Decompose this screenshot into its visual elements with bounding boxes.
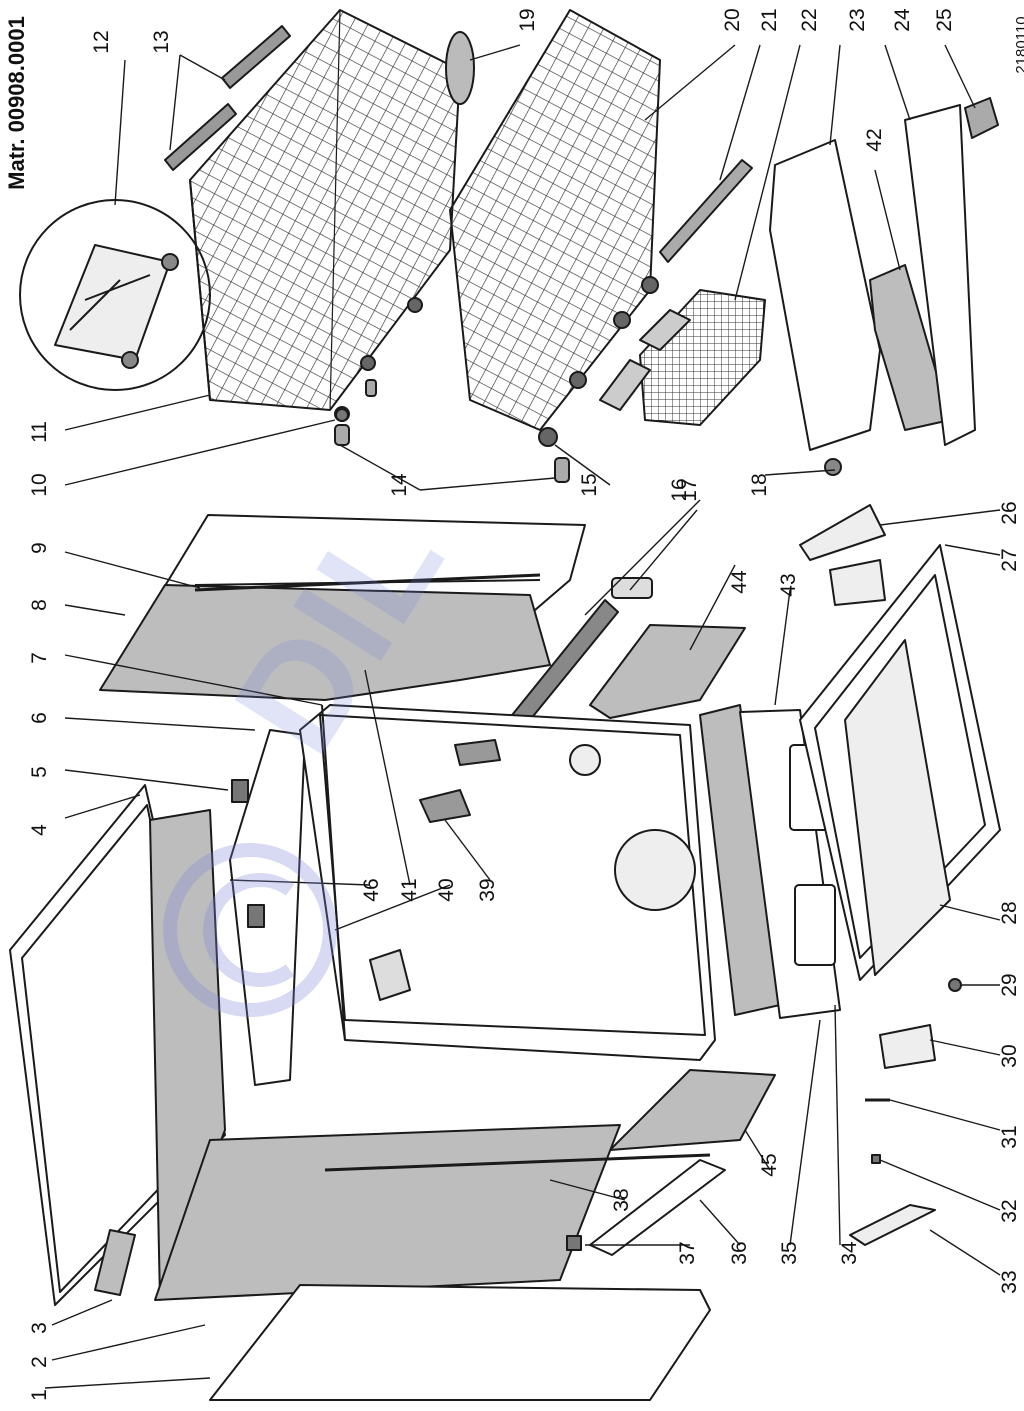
callout-29: 29 [998,973,1021,997]
upper-rack-part-11 [189,9,461,422]
callout-46: 46 [360,878,383,902]
panel-part-23 [769,139,881,451]
callout-2: 2 [28,1356,51,1368]
callout-13: 13 [150,30,173,54]
sheet-part-44 [589,624,746,719]
callout-17: 17 [678,478,701,502]
callout-23: 23 [846,8,869,32]
rail-part-9 [194,573,541,592]
callout-15: 15 [578,473,601,497]
callout-21: 21 [758,8,781,32]
callout-43: 43 [777,573,800,597]
callout-41: 41 [398,878,421,902]
wheels-part-10-14 [334,379,570,483]
side-panel-part-1 [209,1284,711,1401]
callout-37: 37 [676,1241,699,1265]
tub-cabinet [299,704,716,1061]
rail-part-36 [589,1159,726,1256]
drawing-code: 2180110 [1013,16,1024,74]
callout-42: 42 [863,128,886,152]
callout-39: 39 [476,878,499,902]
callout-28: 28 [998,901,1021,925]
callout-6: 6 [28,712,51,724]
callout-22: 22 [798,8,821,32]
callout-26: 26 [998,501,1021,525]
lower-rack-part-20 [449,9,661,447]
callout-38: 38 [610,1188,633,1212]
callout-18: 18 [748,473,771,497]
callout-5: 5 [28,766,51,778]
callout-30: 30 [998,1044,1021,1068]
leader-lines [44,44,1001,1389]
callout-10: 10 [28,473,51,497]
block-part-26 [799,504,886,561]
callout-9: 9 [28,542,51,554]
block-part-25 [964,97,999,139]
callout-34: 34 [838,1241,861,1265]
callout-44: 44 [728,570,751,594]
callout-45: 45 [758,1153,781,1177]
callout-24: 24 [891,8,914,32]
control-panel-part-43-35 [699,704,841,1019]
rail-part-24 [904,104,976,446]
callout-3: 3 [28,1322,51,1334]
callout-32: 32 [998,1199,1021,1223]
small-parts-29-34 [829,559,962,1246]
callout-31: 31 [998,1125,1021,1149]
door-part-27-28 [799,544,1001,981]
callout-35: 35 [778,1241,801,1265]
disc-part-19 [445,31,475,105]
callout-11: 11 [28,421,51,443]
top-frame-part-6 [229,729,306,1086]
callout-19: 19 [516,8,539,32]
insulation-part-38 [154,1124,711,1301]
callout-40: 40 [435,878,458,902]
cup-shelf-part-13 [164,25,291,171]
callout-20: 20 [721,8,744,32]
callout-12: 12 [90,30,113,54]
clip-part-37 [566,1235,582,1251]
drawing-title: Matr. 00908.0001 [4,16,29,190]
callout-27: 27 [998,548,1021,572]
callout-8: 8 [28,599,51,611]
label-strip-part-21 [659,159,753,263]
cutlery-basket-part-22 [599,289,766,426]
insulation-part-7 [99,584,551,701]
callout-25: 25 [933,8,956,32]
callout-4: 4 [28,824,51,836]
sheet-part-45 [609,1069,776,1151]
callout-1: 1 [28,1389,51,1401]
callout-14: 14 [388,473,411,497]
detail-circle-part-12 [19,199,211,391]
callout-7: 7 [28,652,51,664]
callout-33: 33 [998,1270,1021,1294]
nut-part-18 [824,458,842,476]
callout-36: 36 [728,1241,751,1265]
